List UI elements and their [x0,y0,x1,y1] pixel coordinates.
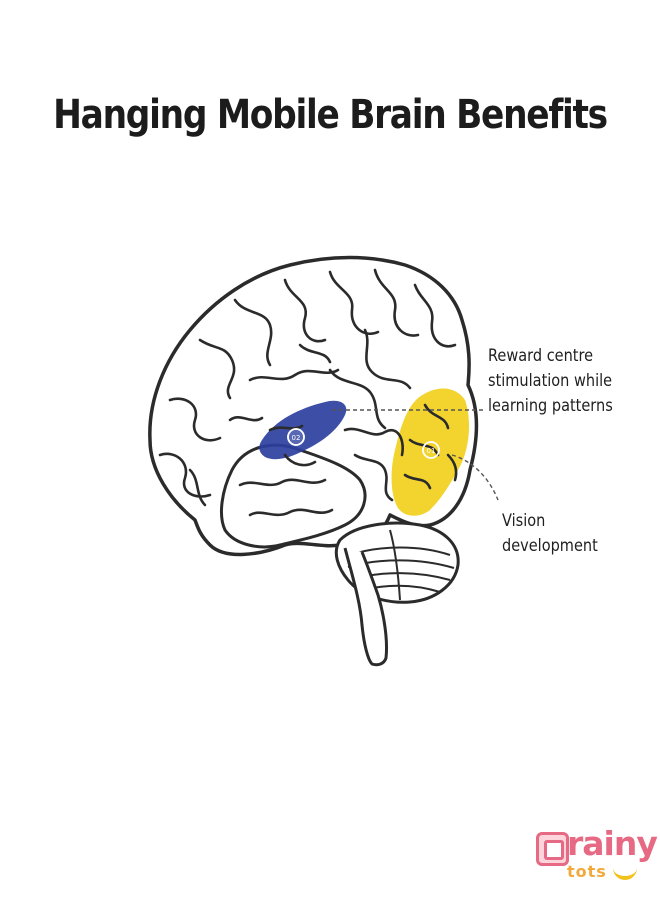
yellow-highlight-region [391,388,470,516]
callout-reward-centre: Reward centre stimulation while learning… [488,343,613,418]
brain-folds [158,268,458,517]
logo-word: rainy [567,824,658,863]
leader-line-vision [451,454,499,501]
marker-01-label: 01 [427,447,436,455]
callout-reward-line1: Reward centre [488,346,594,365]
callout-vision-development: Vision development [502,508,598,558]
leader-lines [332,409,499,501]
page-title: Hanging Mobile Brain Benefits [53,92,608,138]
marker-02-label: 02 [292,434,301,442]
logo-sub: tots [567,862,607,881]
callout-reward-line3: learning patterns [488,396,613,415]
brain-stem [343,547,388,667]
callout-vision-line2: development [502,536,598,555]
blue-highlight-region [259,400,347,460]
brand-logo: rainy tots [533,824,658,892]
logo-b-icon [536,832,569,866]
callout-vision-line1: Vision [502,511,546,530]
callout-reward-line2: stimulation while [488,371,613,390]
logo-smile-icon [613,862,637,880]
marker-02: 02 [287,428,305,446]
marker-01: 01 [422,441,440,459]
